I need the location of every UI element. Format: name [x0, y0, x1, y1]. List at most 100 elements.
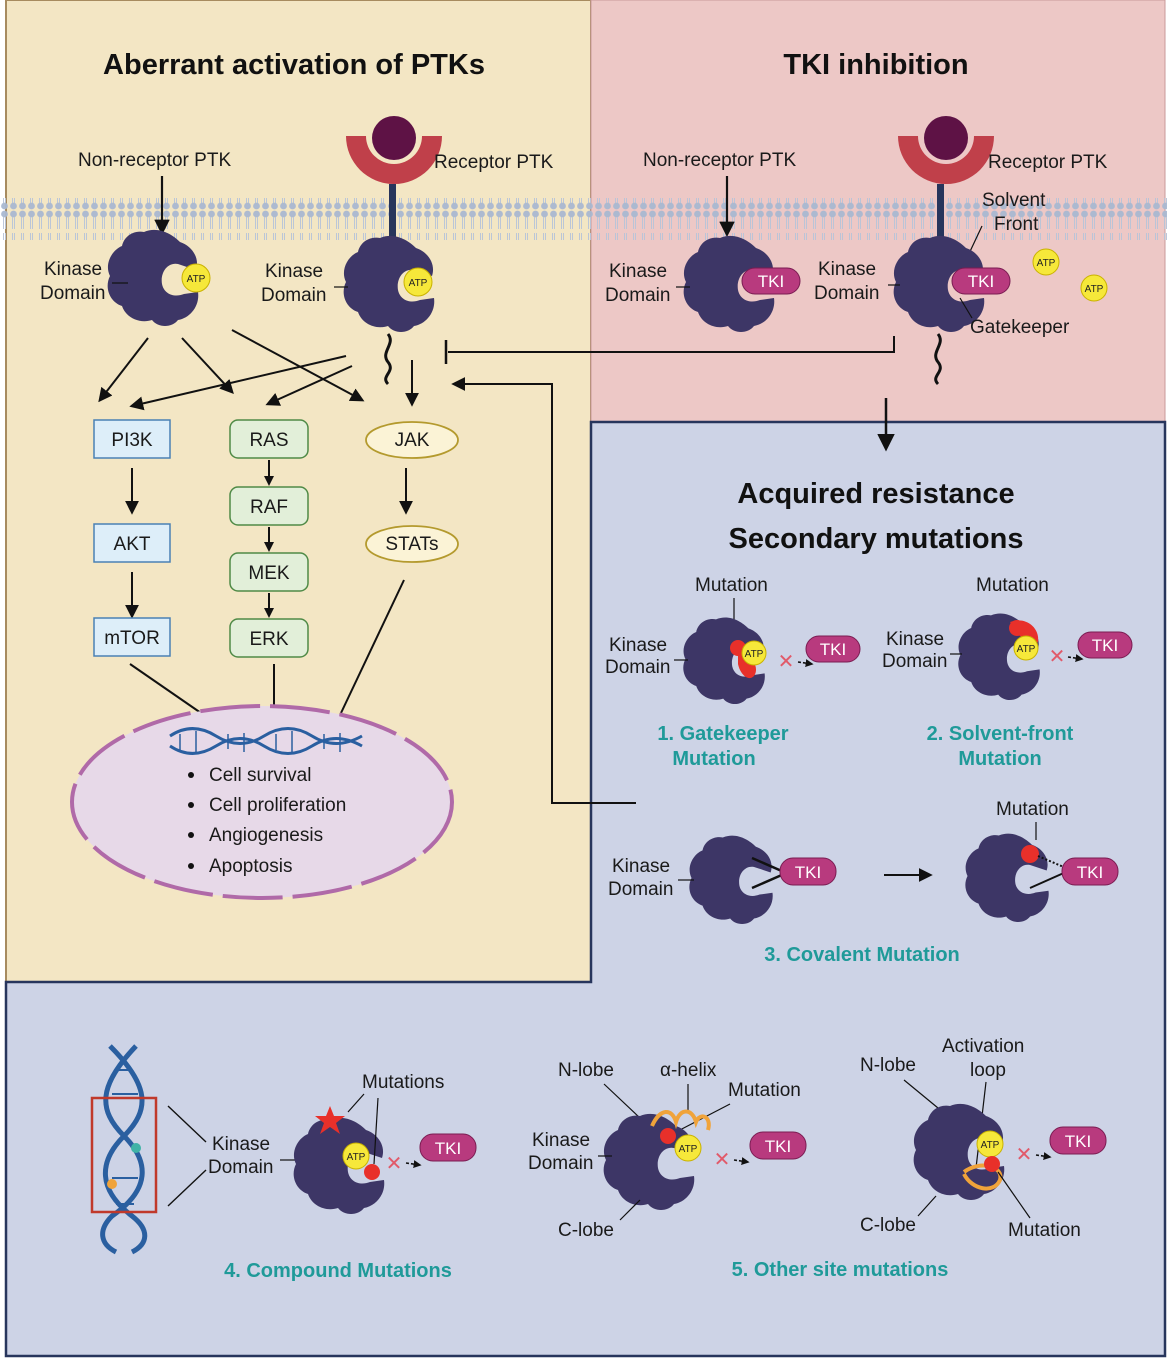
blocked-x-icon: ✕ — [714, 1149, 731, 1171]
title-tki-inhibition: TKI inhibition — [783, 49, 968, 81]
tki-drug-icon — [741, 267, 801, 295]
leader-line — [373, 1097, 379, 1165]
label-non-receptor-ptk-tki: Non-receptor PTK — [643, 150, 796, 171]
caption-solvent-front-mutation: 2. Solvent-front — [927, 723, 1074, 745]
arrow-to-pi3k — [98, 337, 149, 403]
label-kinase: Kinase — [265, 261, 323, 282]
label-activation-loop: loop — [970, 1060, 1006, 1081]
mutation-icon — [738, 652, 757, 679]
leader-line — [917, 1195, 937, 1217]
label-domain: Domain — [208, 1157, 273, 1178]
tki-label: TKI — [795, 863, 821, 882]
alpha-helix-icon — [650, 1109, 711, 1131]
receptor-tail — [934, 333, 942, 386]
mutation-site-icon — [364, 1164, 380, 1180]
label-c-lobe: C-lobe — [860, 1215, 916, 1236]
node-mtor — [93, 617, 171, 657]
label-alpha-helix: α-helix — [660, 1060, 717, 1081]
inhibition-line — [448, 336, 895, 353]
cell-membrane — [0, 198, 1167, 240]
gene-region-box — [90, 1096, 158, 1214]
receptor-icon — [346, 136, 442, 184]
leader-line — [903, 1079, 939, 1109]
node-raf-label: RAF — [250, 497, 288, 518]
atp-icon — [342, 1142, 370, 1170]
label-kinase: Kinase — [212, 1134, 270, 1155]
bullet — [188, 863, 194, 869]
title-secondary-mutations: Secondary mutations — [729, 523, 1024, 555]
label-mutations: Mutations — [362, 1072, 444, 1093]
label-receptor-ptk-tki: Receptor PTK — [988, 152, 1108, 173]
node-raf — [229, 486, 309, 526]
label-n-lobe: N-lobe — [860, 1055, 916, 1076]
receptor-stalk — [389, 184, 396, 248]
title-aberrant-activation: Aberrant activation of PTKs — [103, 49, 485, 81]
atp-label: ATP — [1085, 284, 1104, 295]
panel-resistance — [4, 420, 1167, 1358]
broken-bond — [1037, 855, 1067, 869]
receptor-tail — [384, 333, 392, 386]
leader-line — [997, 1171, 1031, 1219]
atp-label: ATP — [1037, 258, 1056, 269]
bullet — [188, 832, 194, 838]
blocked-x-icon: ✕ — [1049, 646, 1066, 668]
outcome-list: Cell survival Cell proliferation Angioge… — [188, 765, 346, 877]
atp-label: ATP — [347, 1152, 366, 1163]
node-ras — [229, 419, 309, 459]
caption-covalent-mutation: 3. Covalent Mutation — [764, 944, 960, 966]
label-kinase: Kinase — [818, 259, 876, 280]
blocked-arrow — [733, 1157, 750, 1166]
mutation-site-icon — [1009, 620, 1025, 636]
tki-label: TKI — [820, 640, 846, 659]
bullet — [188, 802, 194, 808]
tki-drug-icon — [779, 857, 837, 886]
arrow-to-nucleus — [330, 579, 405, 735]
arrow-to-ras — [265, 365, 353, 406]
caption-gatekeeper-mutation: 1. Gatekeeper — [657, 723, 788, 745]
tki-label: TKI — [435, 1139, 461, 1158]
blocked-x-icon: ✕ — [386, 1153, 403, 1175]
leader-line — [959, 297, 973, 319]
label-receptor-ptk: Receptor PTK — [434, 152, 554, 173]
label-domain: Domain — [605, 285, 670, 306]
receptor-stalk — [937, 184, 944, 248]
label-domain: Domain — [40, 283, 105, 304]
node-stats-label: STATs — [385, 534, 438, 555]
outcome-item: Apoptosis — [209, 856, 292, 877]
node-jak — [365, 421, 459, 459]
label-non-receptor-ptk: Non-receptor PTK — [78, 150, 231, 171]
node-mek-label: MEK — [248, 563, 290, 584]
dna-icon — [169, 727, 363, 755]
tki-label: TKI — [1065, 1132, 1091, 1151]
label-mutation: Mutation — [976, 575, 1049, 596]
tki-label: TKI — [968, 272, 994, 291]
tki-label: TKI — [1077, 863, 1103, 882]
covalent-bond — [751, 856, 785, 874]
atp-label: ATP — [679, 1144, 698, 1155]
atp-icon — [741, 640, 767, 666]
label-mutation: Mutation — [728, 1080, 801, 1101]
blocked-arrow — [405, 1160, 422, 1169]
outcome-item: Angiogenesis — [209, 825, 323, 846]
label-n-lobe: N-lobe — [558, 1060, 614, 1081]
covalent-bond — [751, 872, 785, 890]
node-akt-label: AKT — [114, 534, 151, 555]
tki-drug-icon — [1061, 857, 1119, 886]
label-mutation: Mutation — [695, 575, 768, 596]
arrow-reactivation — [451, 377, 636, 804]
tki-label: TKI — [765, 1137, 791, 1156]
caption-other-site-mutations: 5. Other site mutations — [732, 1259, 949, 1281]
tki-drug-icon — [1049, 1126, 1107, 1155]
atp-icon — [181, 263, 211, 293]
label-solvent-front: Front — [994, 214, 1039, 235]
label-mutation: Mutation — [1008, 1220, 1081, 1241]
label-domain: Domain — [882, 651, 947, 672]
dna-double-helix-icon — [100, 1044, 148, 1255]
title-acquired-resistance: Acquired resistance — [737, 478, 1014, 510]
caption-solvent-front-mutation: Mutation — [958, 748, 1041, 770]
label-domain: Domain — [814, 283, 879, 304]
label-domain: Domain — [608, 879, 673, 900]
label-c-lobe: C-lobe — [558, 1220, 614, 1241]
